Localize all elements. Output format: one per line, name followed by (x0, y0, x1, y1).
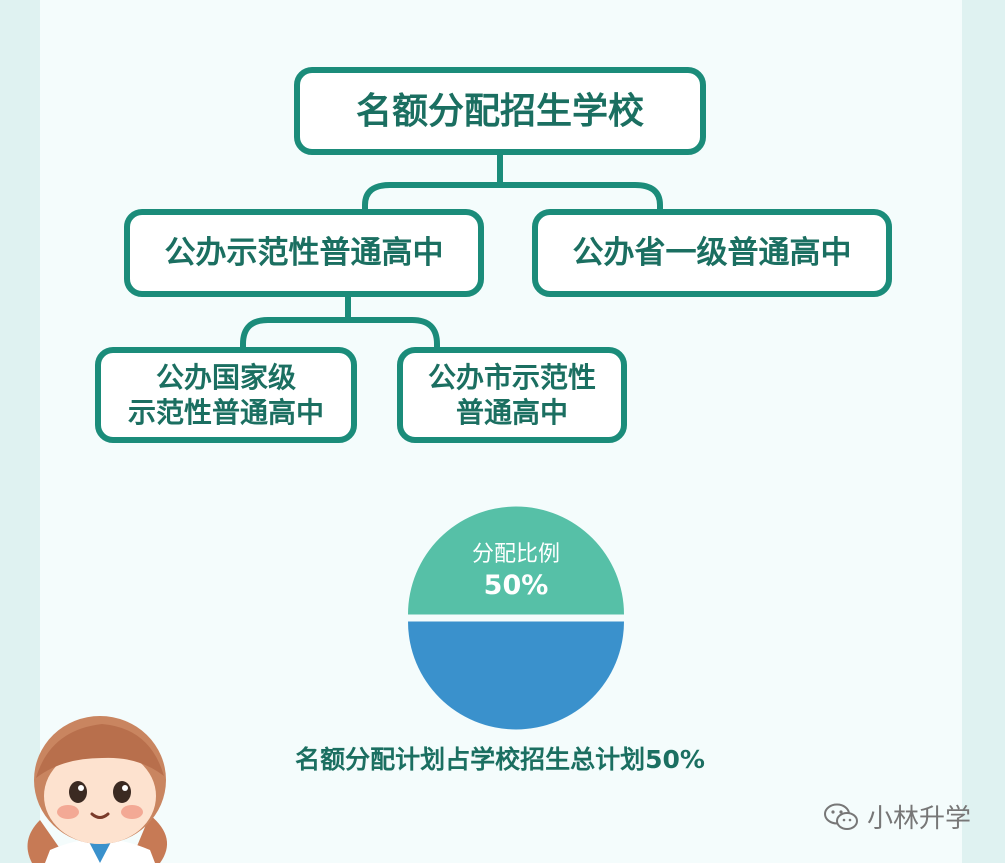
connector-level1 (362, 182, 663, 211)
watermark-text: 小林升学 (866, 804, 971, 834)
pie-slice-label: 分配比例 (471, 542, 560, 567)
root-label: 名额分配招生学校 (355, 90, 644, 132)
node-label-line2: 普通高中 (455, 396, 568, 429)
tree-connectors (240, 155, 663, 349)
node-label-line1: 公办市示范性 (427, 361, 596, 394)
node-label: 公办示范性普通高中 (164, 234, 444, 271)
node-city-demo-high-school: 公办市示范性 普通高中 (397, 347, 627, 443)
caption: 名额分配计划占学校招生总计划50% (295, 745, 705, 774)
pie-slice-value: 50% (483, 570, 549, 601)
node-national-demo-high-school: 公办国家级 示范性普通高中 (95, 347, 357, 443)
node-provincial-first-class-high-school: 公办省一级普通高中 (532, 209, 892, 297)
wechat-icon (823, 803, 858, 830)
girl-mascot-illustration (27, 716, 168, 863)
node-public-demo-high-school: 公办示范性普通高中 (124, 209, 484, 297)
root-node: 名额分配招生学校 (294, 67, 706, 155)
node-label-line2: 示范性普通高中 (127, 396, 324, 429)
pie-slice-1 (408, 621, 624, 730)
node-label: 公办省一级普通高中 (572, 234, 852, 271)
connector-level2 (240, 317, 440, 349)
pie-chart (408, 506, 624, 730)
node-label-line1: 公办国家级 (155, 361, 296, 394)
pie-slice-0 (408, 506, 624, 615)
watermark: 小林升学 (823, 798, 971, 835)
